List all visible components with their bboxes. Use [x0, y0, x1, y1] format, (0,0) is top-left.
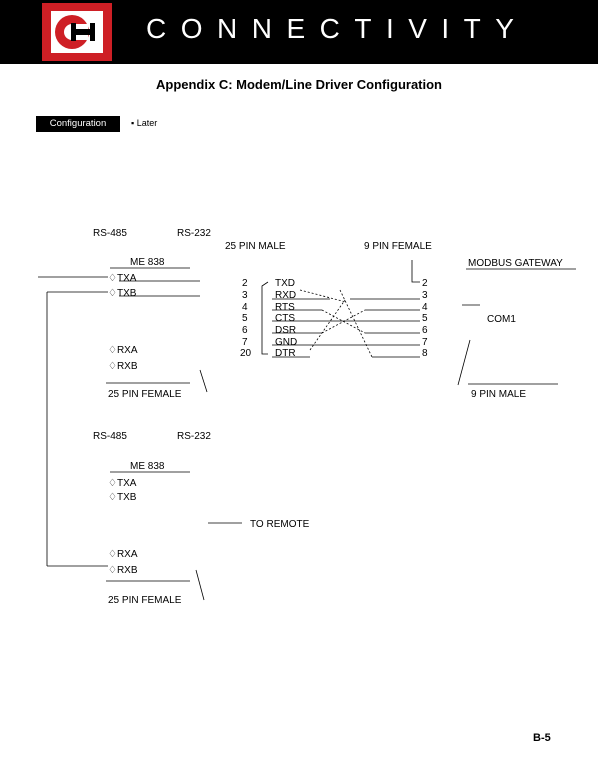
female-25-pin-label-2: 25 PIN FEMALE [108, 595, 182, 606]
pin-table: 2 3 4 5 6 7 20 TXD RXD RTS CTS DSR GND D… [240, 260, 428, 359]
signal-dsr: DSR [275, 325, 296, 336]
txa-label: ♢TXA [108, 273, 137, 284]
right-pin-1: 2 [422, 278, 428, 289]
signal-dtr: DTR [275, 348, 296, 359]
signal-rts: RTS [275, 302, 295, 313]
cross-wires [272, 289, 420, 358]
right-pin-4: 5 [422, 313, 428, 324]
left-pin-2: 3 [242, 290, 248, 301]
device-label-2: ME 838 [130, 461, 165, 472]
modbus-gateway-label: MODBUS GATEWAY [468, 258, 563, 269]
rxa-label: ♢RXA [108, 345, 138, 356]
rxa-label-2: ♢RXA [108, 549, 138, 560]
company-logo [42, 3, 112, 61]
txb-label-2: ♢TXB [108, 492, 137, 503]
left-pin-4: 5 [242, 313, 248, 324]
header-bar: CONNECTIVITY [0, 0, 598, 64]
left-bracket [261, 281, 269, 355]
txb-label: ♢TXB [108, 288, 137, 299]
configuration-tab[interactable]: Configuration [36, 116, 120, 132]
logo-glyph-icon [55, 15, 95, 49]
right-pin-2: 3 [422, 290, 428, 301]
rs485-label-2: RS-485 [93, 431, 127, 442]
com1-label: COM1 [487, 314, 516, 325]
com1-diagonal [457, 339, 471, 386]
left-pin-5: 6 [242, 325, 248, 336]
tab-note: ▪ Later [131, 118, 158, 128]
rs232-label-2: RS-232 [177, 431, 211, 442]
logo-mark [51, 11, 103, 53]
connector-25-pin-male-label: 25 PIN MALE [225, 241, 286, 252]
right-pin-3: 4 [422, 302, 428, 313]
rs485-label: RS-485 [93, 228, 127, 239]
txa-label-2: ♢TXA [108, 478, 137, 489]
brand-wordmark: CONNECTIVITY [146, 13, 529, 44]
male-9-pin-label: 9 PIN MALE [471, 389, 526, 400]
rxb-label: ♢RXB [108, 361, 138, 372]
left-pin-6: 7 [242, 337, 248, 348]
left-pin-7: 20 [240, 348, 252, 359]
right-pin-6: 7 [422, 337, 428, 348]
female25-diagonal [199, 369, 208, 393]
device-label: ME 838 [130, 257, 165, 268]
female25-diagonal-2 [195, 569, 205, 601]
signal-txd: TXD [275, 278, 295, 289]
wiring-diagram-2: RS-485 RS-232 ME 838 ♢TXA ♢TXB TO REMOTE… [47, 431, 310, 606]
page-number: B-5 [533, 732, 551, 744]
left-pin-3: 4 [242, 302, 248, 313]
right-pin-7: 8 [422, 348, 428, 359]
left-pin-1: 2 [242, 278, 248, 289]
page-title: Appendix C: Modem/Line Driver Configurat… [155, 77, 442, 92]
signal-cts: CTS [275, 313, 295, 324]
to-remote-label: TO REMOTE [250, 519, 310, 530]
female-25-pin-label: 25 PIN FEMALE [108, 389, 182, 400]
rxb-label-2: ♢RXB [108, 565, 138, 576]
rs232-label: RS-232 [177, 228, 211, 239]
right-pin-lead [411, 260, 420, 283]
signal-rxd: RXD [275, 290, 296, 301]
signal-gnd: GND [275, 337, 297, 348]
right-pin-5: 6 [422, 325, 428, 336]
wiring-diagram-1: RS-485 RS-232 25 PIN MALE 9 PIN FEMALE M… [38, 228, 576, 566]
connector-9-pin-female-label: 9 PIN FEMALE [364, 241, 432, 252]
